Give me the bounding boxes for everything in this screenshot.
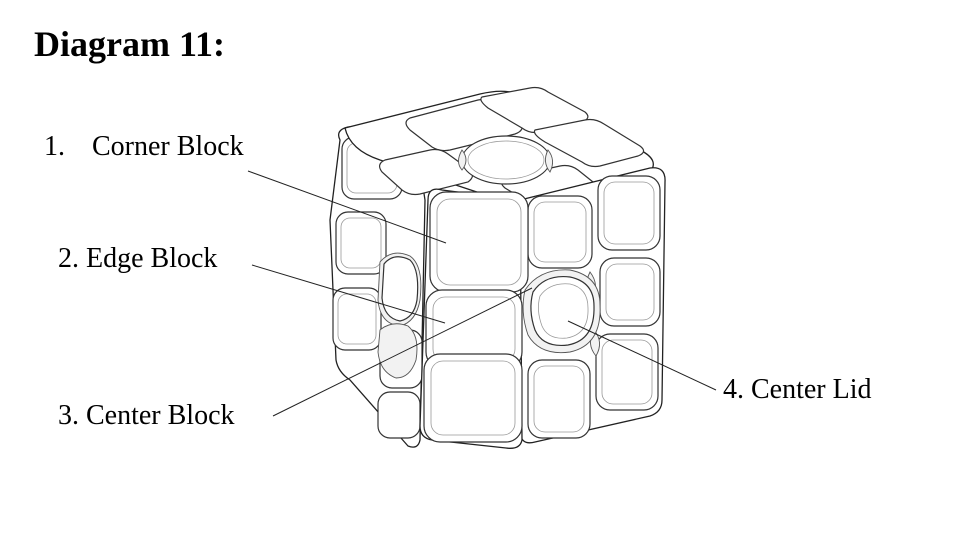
- leader-edge-block: [251, 264, 446, 324]
- cube-joints: [377, 252, 422, 379]
- label-center-block: 3. Center Block: [58, 400, 235, 431]
- leader-center-block: [272, 287, 533, 417]
- cube-right-face: [519, 167, 666, 444]
- cube-top-face: [344, 86, 654, 208]
- label-corner-block: 1. Corner Block: [44, 133, 244, 161]
- label-edge-block: 2. Edge Block: [58, 243, 218, 274]
- diagram-title: Diagram 11:: [34, 24, 225, 64]
- label-corner-text: Corner Block: [92, 131, 244, 162]
- label-corner-number: 1.: [44, 131, 65, 162]
- leader-corner-block: [247, 170, 447, 244]
- cube-center-lid: [522, 269, 601, 354]
- label-center-lid: 4. Center Lid: [723, 374, 872, 405]
- leader-lines: [247, 170, 717, 417]
- cube-front-face: [419, 188, 529, 449]
- leader-center-lid: [567, 320, 717, 391]
